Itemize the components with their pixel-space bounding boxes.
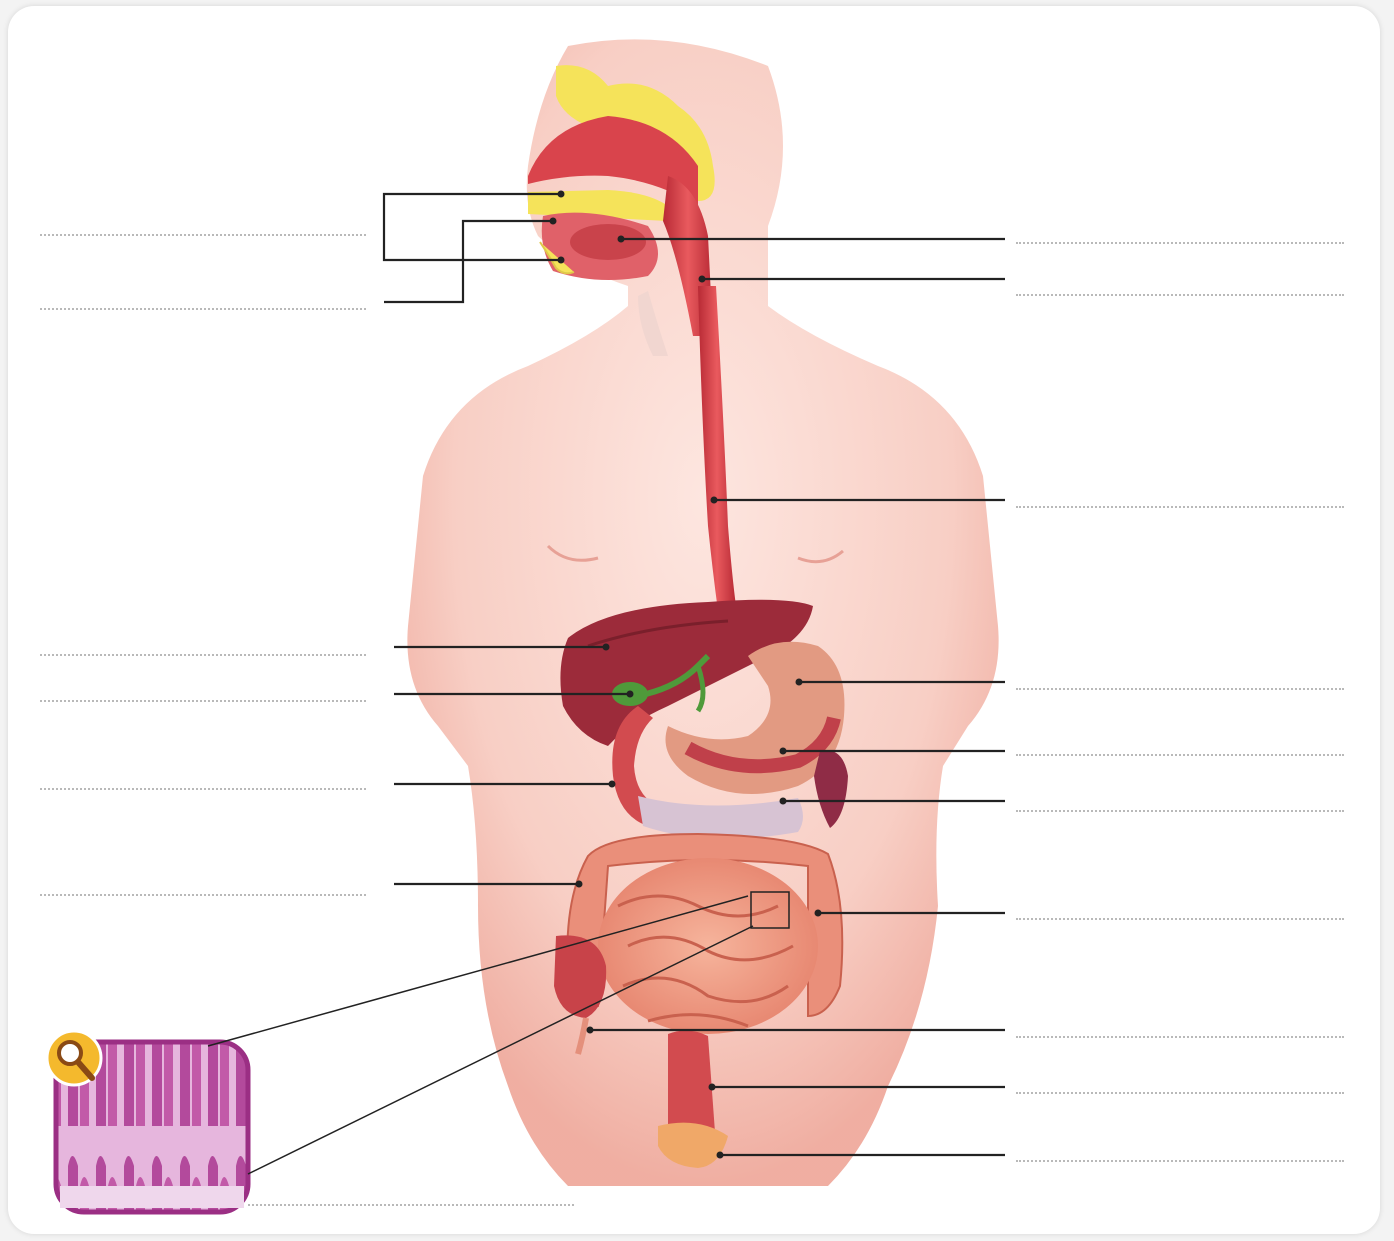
answer-blank-gallbladder[interactable] <box>40 700 366 702</box>
answer-blank-mouth-group[interactable] <box>40 234 366 236</box>
answer-blank-duodenum[interactable] <box>40 788 366 790</box>
answer-blank-teeth[interactable] <box>40 308 366 310</box>
answer-blank-anus[interactable] <box>1016 1160 1344 1162</box>
worksheet-card <box>8 6 1380 1234</box>
digestive-system-illustration <box>8 6 1380 1234</box>
small-intestine-shape <box>598 858 818 1034</box>
answer-blank-large-intestine[interactable] <box>1016 918 1344 920</box>
answer-blank-ascending-colon[interactable] <box>40 894 366 896</box>
answer-blank-stomach-lining[interactable] <box>1016 754 1344 756</box>
answer-blank-rectum[interactable] <box>1016 1092 1344 1094</box>
answer-blank-liver[interactable] <box>40 654 366 656</box>
answer-blank-pharynx[interactable] <box>1016 294 1344 296</box>
answer-blank-pancreas[interactable] <box>1016 810 1344 812</box>
answer-blank-esophagus[interactable] <box>1016 506 1344 508</box>
answer-blank-villi[interactable] <box>248 1204 574 1206</box>
leader-teeth <box>384 221 553 302</box>
answer-blank-stomach[interactable] <box>1016 688 1344 690</box>
answer-blank-appendix[interactable] <box>1016 1036 1344 1038</box>
answer-blank-salivary-gland[interactable] <box>1016 242 1344 244</box>
magnifying-glass-icon <box>47 1031 101 1085</box>
